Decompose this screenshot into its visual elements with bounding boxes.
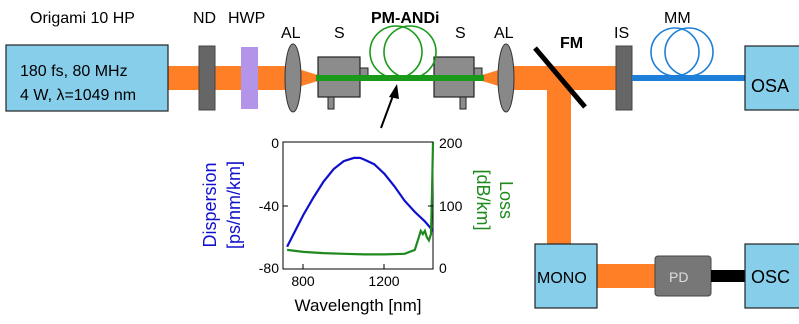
ytick-left-label-80: -80: [259, 260, 279, 276]
label-nd: ND: [193, 10, 216, 27]
dispersion-curve: [286, 156, 434, 248]
callout-arrow: [380, 84, 399, 129]
label-fm: FM: [560, 35, 583, 52]
ytick-right-label-100: 100: [439, 198, 463, 214]
aspheric-lens-left: [284, 43, 302, 113]
mm-fiber: [632, 27, 745, 81]
ytick-left-label-40: -40: [259, 198, 279, 214]
label-s-left: S: [334, 25, 345, 42]
mono-label: MONO: [537, 270, 587, 287]
chart-xlabel: Wavelength [nm]: [295, 296, 422, 315]
isolator: [615, 45, 633, 111]
component-labels: Origami 10 HP ND HWP AL S PM-ANDi S AL F…: [30, 10, 691, 52]
beam-to-pd: [597, 264, 657, 288]
laser-spec-line2: 4 W, λ=1049 nm: [20, 87, 136, 104]
splice-housing-left: [317, 56, 369, 110]
pd-label: PD: [669, 269, 688, 285]
aspheric-lens-right: [497, 43, 515, 113]
mono-box: [534, 243, 598, 309]
beam-path: [168, 66, 657, 288]
label-al-left: AL: [281, 25, 301, 42]
chart-ylabel-left-line2: [ps/nm/km]: [224, 161, 244, 249]
laser-box: [5, 44, 169, 112]
laser-spec-line1: 180 fs, 80 MHz: [20, 63, 128, 80]
ytick-left-label-0: 0: [271, 135, 279, 151]
fiber-coil-2: [383, 25, 437, 79]
splice-housing-right: [433, 56, 483, 110]
label-s-right: S: [455, 25, 466, 42]
flip-mirror: [533, 46, 587, 109]
pd-osc-cable: [711, 270, 745, 282]
chart-ylabel-right-line1: Loss: [496, 181, 516, 219]
label-hwp: HWP: [228, 10, 265, 27]
chart-plot-area: [282, 141, 434, 270]
nd-filter: [198, 45, 216, 111]
mm-fiber-coil-2: [664, 27, 714, 77]
label-fiber: PM-ANDi: [371, 10, 439, 27]
osa-label: OSA: [751, 76, 789, 96]
label-is: IS: [614, 25, 629, 42]
loss-curve: [286, 141, 435, 256]
mm-fiber-straight: [632, 75, 745, 81]
beam-vertical: [547, 86, 571, 244]
chart-ylabel-right-line2: [dB/km]: [473, 169, 493, 230]
inset-chart: 800 1200 0 -40 -80 200 100 0 Wavelength …: [200, 135, 516, 315]
label-al-right: AL: [494, 25, 514, 42]
beam-main-left: [168, 66, 288, 90]
xtick-label-800: 800: [291, 273, 315, 289]
osc-label: OSC: [751, 267, 790, 287]
label-mm: MM: [664, 10, 691, 27]
chart-ylabel-left-line1: Dispersion: [200, 162, 220, 247]
fiber-coil-1: [369, 25, 423, 79]
osc-box: [744, 243, 799, 309]
ytick-right-label-200: 200: [439, 135, 463, 151]
half-wave-plate: [241, 47, 258, 109]
label-laser: Origami 10 HP: [30, 10, 135, 27]
pm-andi-fiber: [316, 25, 484, 81]
osa-box: [744, 45, 799, 111]
ytick-right-label-0: 0: [439, 260, 447, 276]
mm-fiber-coil-1: [650, 27, 700, 77]
xtick-label-1200: 1200: [368, 273, 399, 289]
